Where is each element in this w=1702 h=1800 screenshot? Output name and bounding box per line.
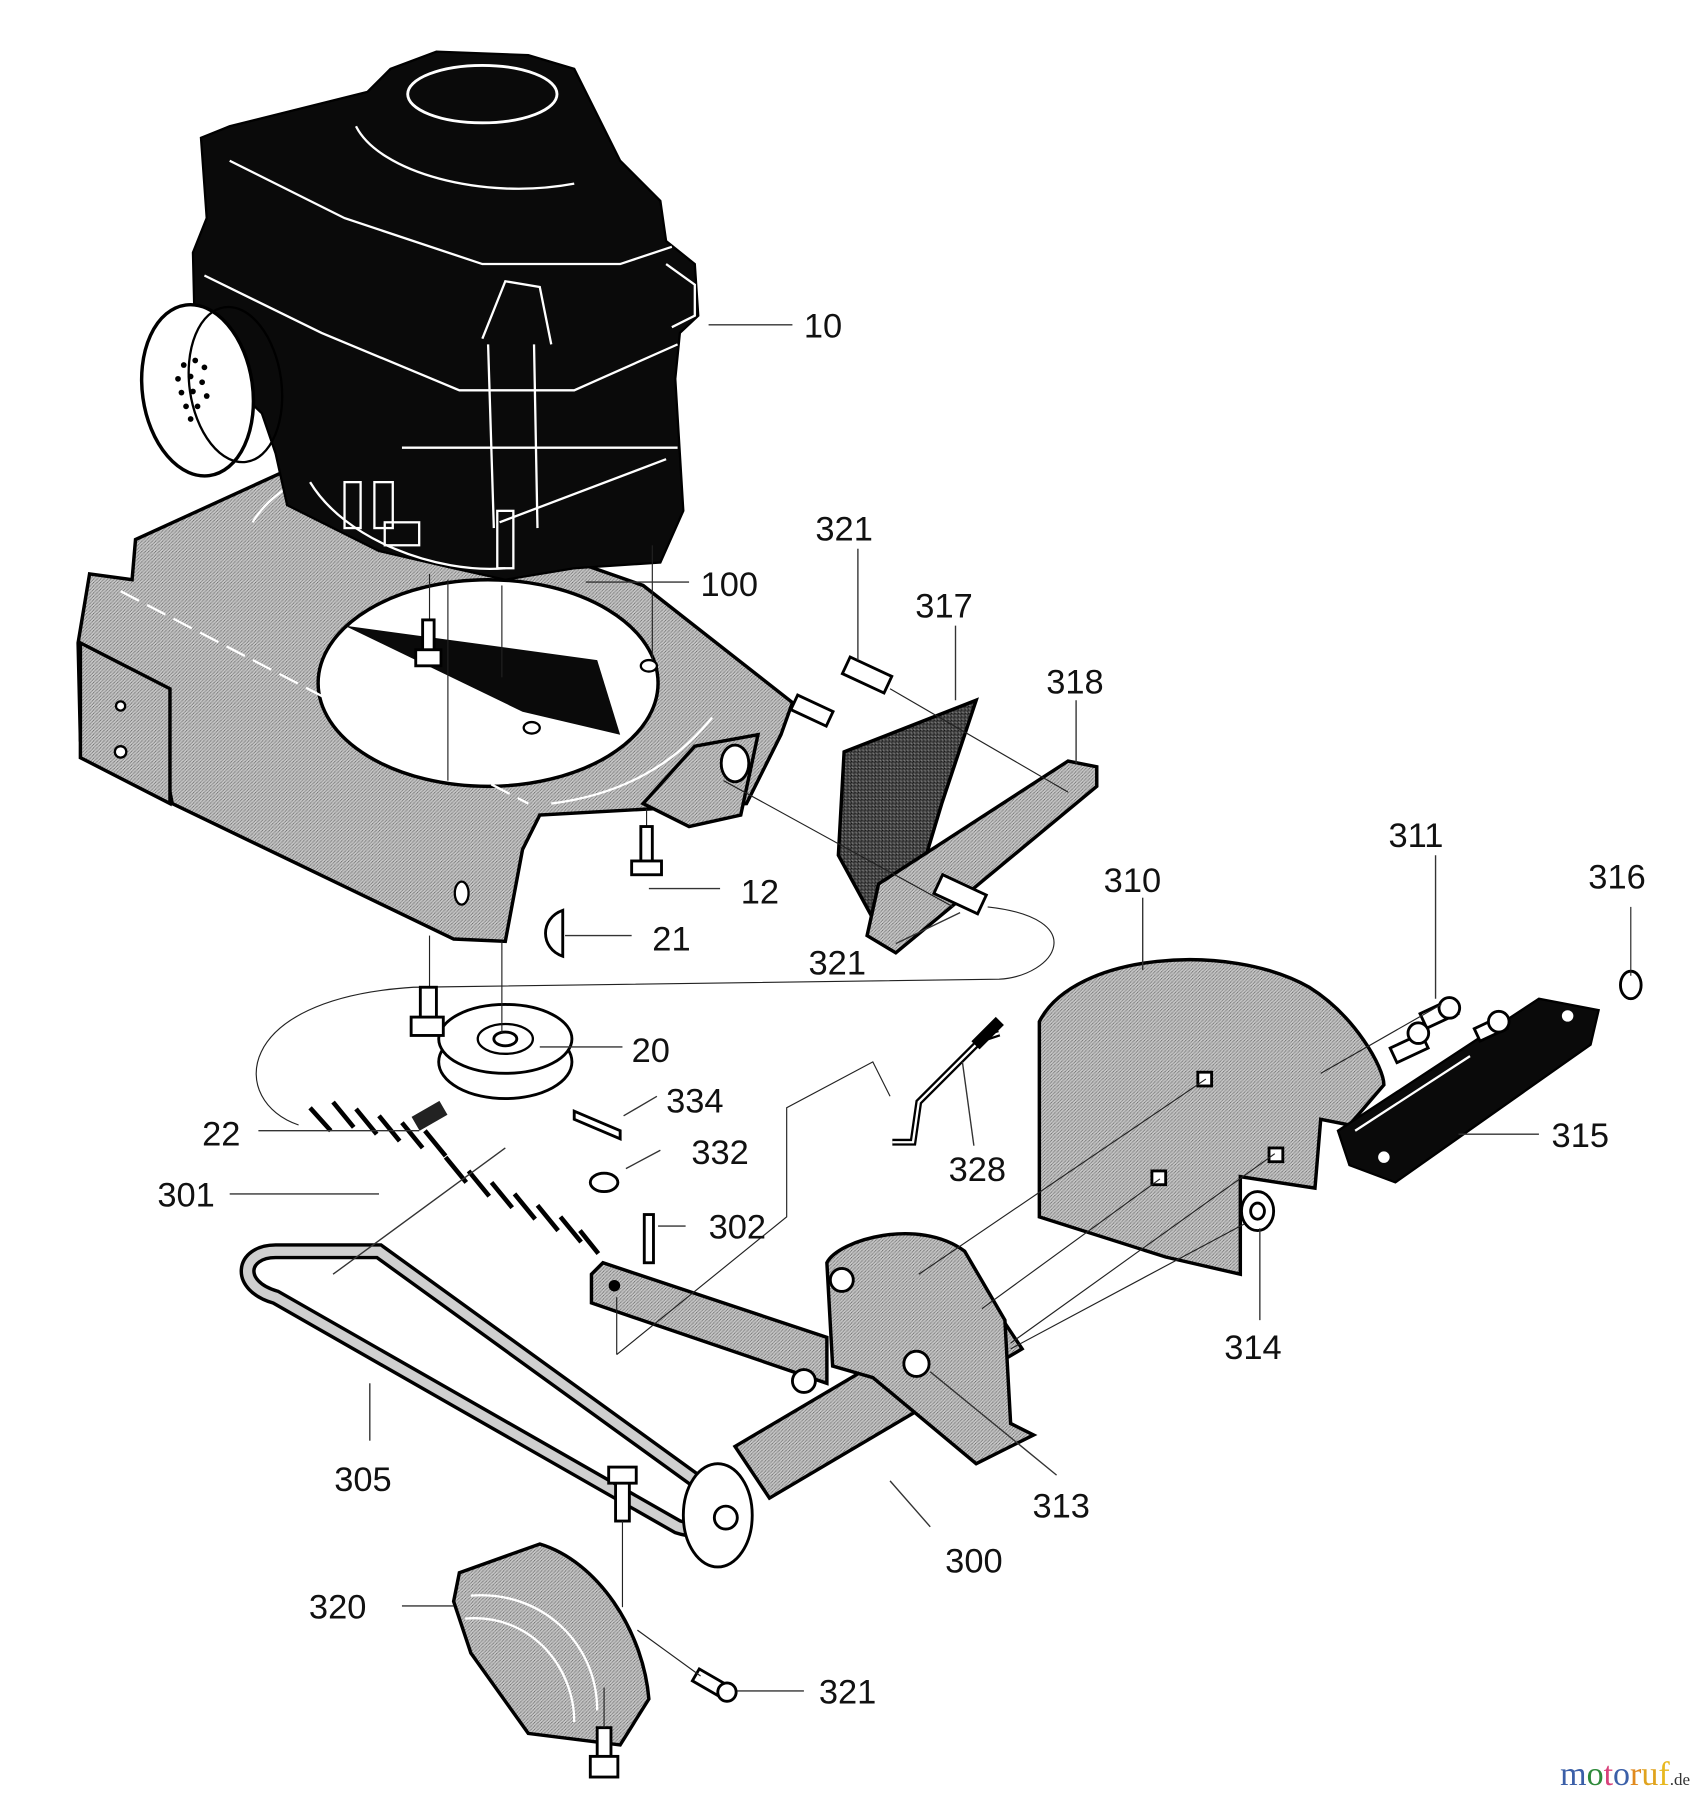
- washer-332: [588, 1171, 620, 1194]
- label-313: 313: [1032, 1488, 1089, 1526]
- bolt-on-blade: [1472, 1009, 1511, 1044]
- part-labels: 10 100 321 317 318 12 21 321 310 311 316…: [157, 308, 1645, 1712]
- label-315: 315: [1552, 1117, 1609, 1155]
- guard-lines: [918, 1078, 1276, 1350]
- label-318: 318: [1046, 663, 1103, 701]
- watermark-logo: motoruf.de: [1560, 1756, 1690, 1794]
- label-320: 320: [309, 1589, 366, 1627]
- bolts-321: [723, 655, 1069, 916]
- guard-310: [1037, 958, 1386, 1277]
- wm-letter: m: [1560, 1756, 1587, 1793]
- label-321-bottom: 321: [819, 1674, 876, 1712]
- wm-letter: f: [1658, 1756, 1670, 1793]
- deck-plate: [76, 457, 795, 944]
- wm-letter: u: [1641, 1756, 1659, 1793]
- belt-path-line: [255, 906, 1055, 1126]
- label-22: 22: [202, 1116, 240, 1154]
- tension-arm: [589, 1260, 829, 1386]
- wm-letter: o: [1613, 1756, 1631, 1793]
- label-311: 311: [1388, 817, 1443, 855]
- key-21: [544, 908, 565, 959]
- label-305: 305: [334, 1461, 391, 1499]
- label-310: 310: [1104, 862, 1161, 900]
- label-20: 20: [632, 1032, 670, 1070]
- label-316: 316: [1588, 859, 1645, 897]
- label-300: 300: [945, 1543, 1002, 1581]
- label-100: 100: [701, 566, 758, 604]
- spring-301: [308, 1100, 601, 1256]
- label-302: 302: [709, 1209, 766, 1247]
- wm-letter: t: [1603, 1756, 1614, 1793]
- wm-letter: o: [1586, 1756, 1604, 1793]
- hook-rod-328: [892, 1016, 1004, 1146]
- label-10: 10: [804, 308, 842, 346]
- washer-314: [1240, 1190, 1276, 1233]
- flange-plate: [790, 1232, 1038, 1466]
- setscrew-22: [411, 1100, 448, 1131]
- bolts-311: [1320, 996, 1462, 1074]
- wm-letter: r: [1630, 1756, 1642, 1793]
- belt-cover-320: [451, 1542, 651, 1747]
- label-334: 334: [666, 1082, 723, 1120]
- blade-315: [1336, 997, 1601, 1184]
- leader-lines: [229, 324, 1539, 1692]
- label-21: 21: [652, 921, 690, 959]
- label-12: 12: [741, 873, 779, 911]
- pulley-20: [409, 935, 574, 1101]
- label-317: 317: [915, 588, 972, 626]
- label-314: 314: [1224, 1329, 1281, 1367]
- label-301: 301: [157, 1177, 214, 1215]
- engine: [191, 50, 700, 581]
- bracket-318: [865, 759, 1099, 955]
- nut-316: [1619, 906, 1643, 1001]
- label-321-top: 321: [815, 511, 872, 549]
- engine-screws: [414, 545, 653, 781]
- muffler: [139, 302, 284, 478]
- label-321-mid: 321: [809, 945, 866, 983]
- label-328: 328: [949, 1151, 1006, 1189]
- cotter-pin-334: [572, 1109, 622, 1141]
- wm-tld: .de: [1669, 1770, 1690, 1789]
- screw-12: [630, 809, 663, 877]
- cover-screws: [588, 1465, 738, 1779]
- label-332: 332: [691, 1134, 748, 1172]
- pin-302: [642, 1213, 655, 1265]
